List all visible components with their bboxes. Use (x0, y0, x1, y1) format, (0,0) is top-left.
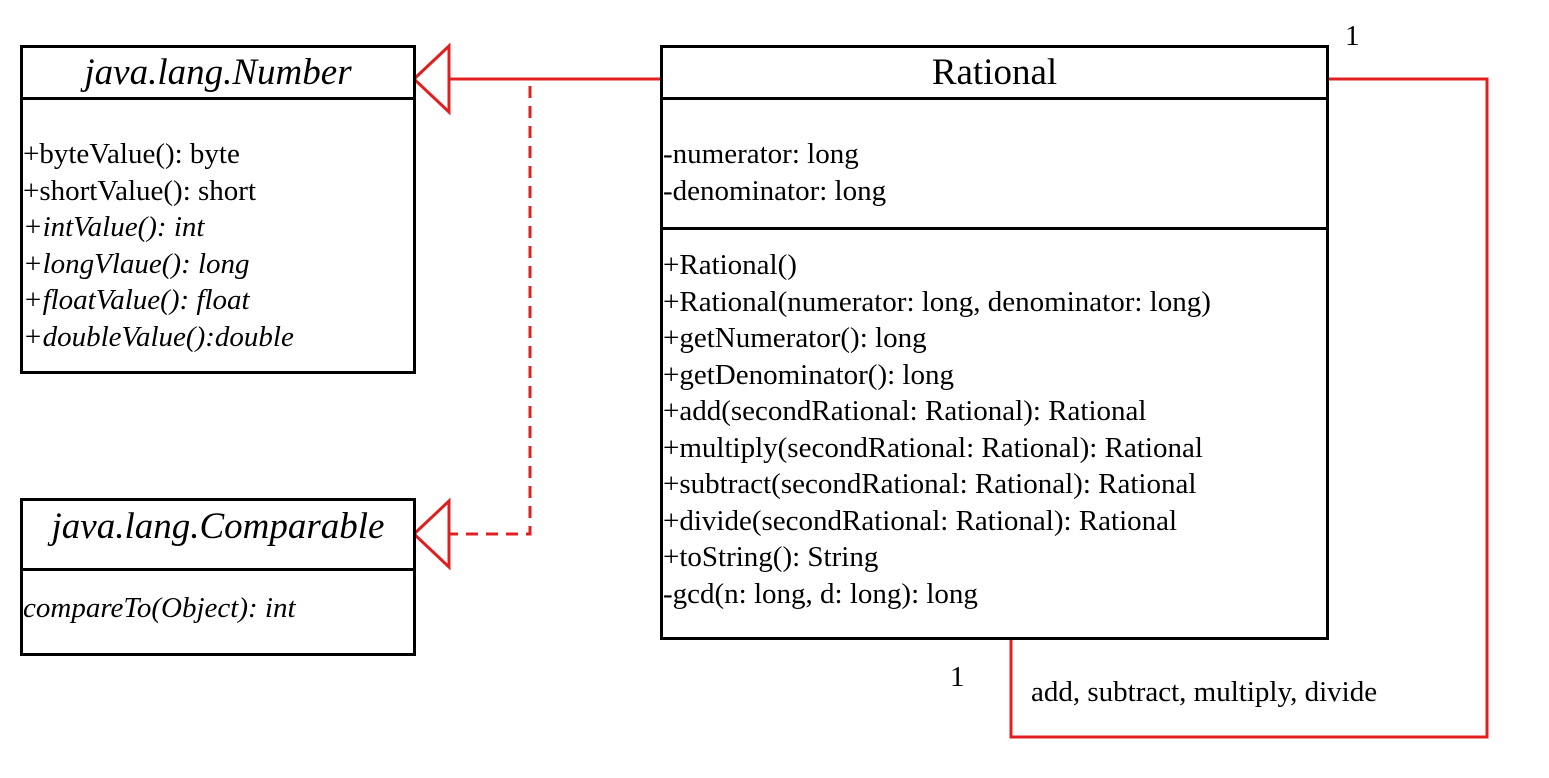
self-association-line (1009, 77, 1489, 739)
class-rational-methods: +Rational() +Rational(numerator: long, d… (663, 247, 1326, 612)
class-comparable-name: java.lang.Comparable (51, 506, 385, 547)
class-rational[interactable]: Rational -numerator: long -denominator: … (660, 45, 1329, 640)
class-number-name: java.lang.Number (84, 52, 352, 93)
method-row: +Rational() (663, 249, 797, 281)
multiplicity-bottom: 1 (950, 661, 965, 693)
class-rational-header: Rational (663, 48, 1326, 100)
class-number-header: java.lang.Number (23, 48, 413, 100)
method-row: +subtract(secondRational: Rational): Rat… (663, 468, 1197, 500)
class-number[interactable]: java.lang.Number +byteValue(): byte +sho… (20, 45, 416, 374)
class-comparable-header: java.lang.Comparable (23, 501, 413, 571)
method-row: +doubleValue():double (23, 320, 294, 353)
method-row: +divide(secondRational: Rational): Ratio… (663, 504, 1178, 537)
method-row: +toString(): String (663, 541, 879, 573)
multiplicity-top: 1 (1345, 20, 1360, 52)
field-row: -denominator: long (663, 174, 887, 207)
method-row: +shortValue(): short (23, 174, 257, 207)
method-row: +longVlaue(): long (23, 247, 250, 280)
method-row: +intValue(): int (23, 211, 205, 243)
method-row: +getNumerator(): long (663, 322, 927, 354)
class-comparable[interactable]: java.lang.Comparable compareTo(Object): … (20, 498, 416, 656)
method-row: -gcd(n: long, d: long): long (663, 577, 978, 610)
inheritance-arrowhead (411, 42, 451, 116)
field-row: -numerator: long (663, 138, 859, 170)
method-row: compareTo(Object): int (23, 592, 296, 624)
method-row: +multiply(secondRational: Rational): Rat… (663, 431, 1203, 464)
method-row: +byteValue(): byte (23, 138, 240, 170)
class-number-methods: +byteValue(): byte +shortValue(): short … (23, 136, 413, 355)
method-row: +getDenominator(): long (663, 358, 954, 391)
realization-line (449, 86, 532, 536)
class-rational-name: Rational (931, 52, 1058, 93)
realization-arrowhead (411, 497, 451, 571)
method-row: +add(secondRational: Rational): Rational (663, 395, 1147, 427)
method-row: +Rational(numerator: long, denominator: … (663, 285, 1211, 318)
class-rational-fields: -numerator: long -denominator: long (663, 136, 1326, 230)
association-label: add, subtract, multiply, divide (1031, 676, 1378, 708)
method-row: +floatValue(): float (23, 284, 250, 316)
class-comparable-methods: compareTo(Object): int (23, 590, 413, 627)
